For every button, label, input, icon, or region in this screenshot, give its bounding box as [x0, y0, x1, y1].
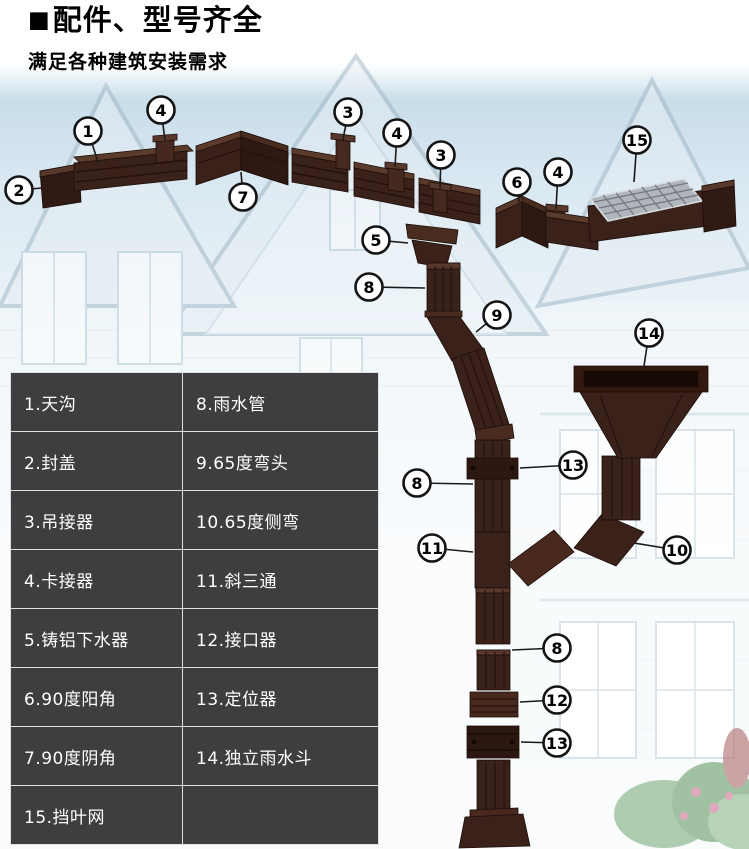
callout-number: 14 — [638, 324, 660, 343]
callout-circle — [426, 140, 456, 170]
callout-number: 5 — [370, 231, 381, 250]
part-end-cap — [39, 163, 82, 209]
part-elbow-65 — [424, 310, 485, 362]
legend-cell-left: 7.90度阴角 — [11, 727, 182, 785]
callout-circle — [73, 116, 103, 146]
callout-number: 6 — [511, 173, 522, 192]
part-side-bend-65 — [573, 513, 645, 567]
part-positioner — [466, 457, 519, 480]
callout-number: 4 — [552, 163, 563, 182]
part-clip-hanger — [152, 133, 178, 164]
legend-cell-right: 8.雨水管 — [183, 373, 378, 431]
part-leaf-guard — [587, 178, 709, 243]
part-clip-hanger — [384, 161, 408, 193]
part-bottom-outlet — [458, 807, 531, 849]
part-rain-pipe — [474, 439, 511, 533]
callout-number: 9 — [491, 306, 502, 325]
callout-number: 13 — [562, 456, 584, 475]
part-connector — [469, 691, 519, 718]
part-hanging-bracket — [428, 181, 452, 214]
callout-number: 12 — [546, 691, 568, 710]
legend-cell-right: 9.65度弯头 — [183, 432, 378, 490]
callout-circle — [4, 175, 34, 205]
callout-number: 13 — [546, 734, 568, 753]
legend-cell-left: 15.挡叶网 — [11, 786, 182, 844]
callout-circle — [542, 685, 572, 715]
callout-circle — [634, 318, 664, 348]
callout-circle — [558, 450, 588, 480]
part-hanging-bracket — [330, 132, 356, 171]
callout-circle — [361, 225, 391, 255]
part-rain-pipe — [426, 262, 461, 316]
callout-circle — [542, 633, 572, 663]
legend-cell-right: 10.65度侧弯 — [183, 491, 378, 549]
legend-cell-left: 5.铸铝下水器 — [11, 609, 182, 667]
legend-cell-left: 3.吊接器 — [11, 491, 182, 549]
callout-circle — [502, 167, 532, 197]
part-tee — [474, 529, 575, 589]
callout-number: 3 — [435, 146, 446, 165]
part-outside-corner — [495, 195, 549, 249]
legend-cell-right: 12.接口器 — [183, 609, 378, 667]
callout-circle — [542, 728, 572, 758]
callout-circle — [402, 468, 432, 498]
page-subtitle: 满足各种建筑安装需求 — [28, 51, 229, 74]
callout-number: 3 — [342, 103, 353, 122]
callout-number: 8 — [363, 278, 374, 297]
callout-circle — [146, 95, 176, 125]
legend-cell-right: 14.独立雨水斗 — [183, 727, 378, 785]
callout-circle — [382, 118, 412, 148]
legend-cell-right — [183, 786, 378, 844]
legend-cell-left: 6.90度阳角 — [11, 668, 182, 726]
part-end-cap — [701, 179, 737, 233]
callout-number: 1 — [82, 122, 93, 141]
callout-number: 11 — [421, 539, 443, 558]
part-gutter-section — [291, 147, 349, 193]
legend-cell-right: 13.定位器 — [183, 668, 378, 726]
callout-circle — [662, 535, 692, 565]
legend-cell-left: 1.天沟 — [11, 373, 182, 431]
callout-circle — [333, 97, 363, 127]
callout-number: 8 — [411, 474, 422, 493]
callout-number: 15 — [626, 131, 648, 150]
legend-cell-left: 4.卡接器 — [11, 550, 182, 608]
part-inside-corner — [195, 130, 289, 186]
callout-number: 4 — [391, 124, 402, 143]
part-downspout-outlet — [405, 223, 459, 269]
callout-number: 8 — [551, 639, 562, 658]
callout-number: 10 — [666, 541, 688, 560]
callout-circle — [543, 157, 573, 187]
callout-circle — [482, 300, 512, 330]
part-rain-pipe — [476, 649, 511, 691]
part-positioner — [466, 725, 520, 759]
part-rain-pipe — [475, 587, 511, 645]
part-rain-pipe — [476, 759, 511, 816]
part-rain-hopper — [573, 365, 709, 521]
callout-number: 7 — [237, 188, 248, 207]
callout-number: 2 — [13, 181, 24, 200]
legend-row: 15.挡叶网 — [11, 786, 378, 844]
legend-cell-right: 11.斜三通 — [183, 550, 378, 608]
callout-circle — [417, 533, 447, 563]
legend-cell-left: 2.封盖 — [11, 432, 182, 490]
title-bullet-icon: ■ — [28, 6, 50, 33]
shrubs — [614, 728, 749, 849]
callout-circle — [622, 125, 652, 155]
part-rain-pipe — [451, 347, 515, 445]
callout-number: 4 — [155, 101, 166, 120]
page-title: 配件、型号齐全 — [52, 3, 263, 37]
callout-circle — [228, 182, 258, 212]
callout-circle — [354, 272, 384, 302]
header: ■ 配件、型号齐全 满足各种建筑安装需求 — [28, 2, 263, 74]
